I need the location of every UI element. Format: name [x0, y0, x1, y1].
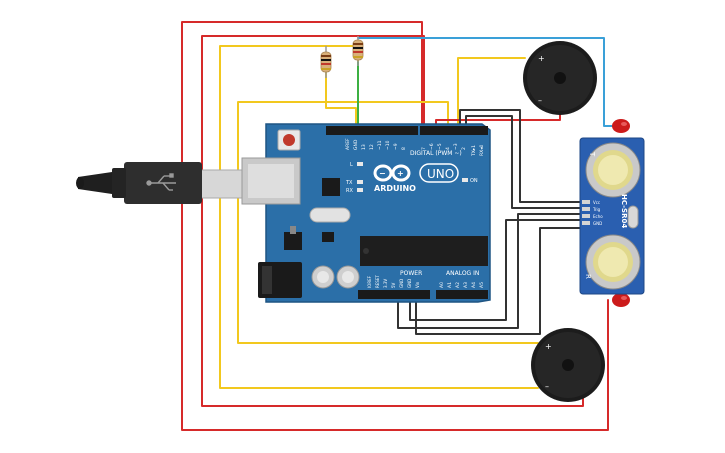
buzzer-bottom-minus: – [545, 382, 549, 391]
regulator-chip [284, 232, 302, 250]
sensor-t-mark: T [588, 151, 596, 157]
arduino-logo-icon: − + [373, 164, 411, 182]
wire-red-inner [201, 35, 584, 407]
svg-text:5V: 5V [391, 282, 396, 288]
svg-text:Vin: Vin [415, 281, 420, 288]
led-top[interactable] [612, 119, 630, 133]
sensor-r-mark: R [584, 274, 592, 279]
sensor-crystal [627, 205, 639, 229]
wire-yellow-resistor [325, 71, 357, 131]
usb-cable[interactable] [76, 162, 245, 204]
svg-text:Echo: Echo [593, 214, 603, 219]
led-rx-label: RX [346, 188, 353, 194]
power-header[interactable] [358, 290, 430, 299]
svg-text:A3: A3 [463, 282, 469, 288]
ultrasonic-sensor[interactable]: T R HC-SR04 Vcc Trig Echo GND [579, 137, 645, 295]
piezo-buzzer-bottom[interactable]: + – [531, 328, 605, 402]
svg-text:A5: A5 [479, 282, 485, 288]
wire-black-3 [397, 213, 583, 329]
svg-text:~3: ~3 [453, 143, 459, 150]
digital-pin-labels: AREF GND 13 12 ~11 ~10 ~9 8 7 ~6 ~5 4 ~3… [345, 138, 485, 157]
svg-text:+: + [397, 169, 404, 178]
svg-text:Trig: Trig [592, 207, 601, 212]
status-leds [357, 162, 468, 192]
analog-pin-labels: A0 A1 A2 A3 A4 A5 [439, 282, 485, 288]
led-on-label: ON [470, 178, 478, 184]
capacitors [311, 265, 360, 289]
svg-text:A4: A4 [471, 282, 477, 288]
usb-symbol-icon [146, 173, 176, 191]
wire-yellow-buzzer-top [457, 57, 526, 131]
svg-text:~6: ~6 [429, 143, 435, 150]
buzzer-top-minus: – [538, 96, 542, 105]
svg-text:12: 12 [369, 144, 375, 150]
crystal-oscillator [309, 207, 351, 223]
analog-label: ANALOG IN [446, 270, 479, 277]
svg-text:13: 13 [361, 144, 367, 150]
svg-text:GND: GND [407, 279, 412, 288]
digital-header[interactable] [326, 126, 488, 135]
arduino-uno-board[interactable]: − + ARDUINO UNO L TX RX ON AREF GND 13 1… [241, 123, 491, 303]
wire-yellow-inner [237, 101, 539, 344]
power-pin-labels: IOREF RESET 3.3V 5V GND GND Vin [367, 275, 420, 288]
resistor-right[interactable] [352, 36, 364, 66]
digital-label: DIGITAL (PWM ~) [410, 150, 462, 157]
svg-text:2: 2 [461, 147, 467, 150]
svg-text:−: − [379, 169, 386, 178]
wire-blue [357, 37, 615, 127]
svg-text:IOREF: IOREF [367, 275, 372, 288]
svg-text:~9: ~9 [393, 143, 399, 150]
svg-text:8: 8 [401, 147, 407, 150]
buzzer-top-plus: + [538, 54, 545, 63]
transducer-trigger [585, 142, 641, 198]
brand-label: ARDUINO [374, 184, 416, 193]
svg-text:GND: GND [593, 221, 602, 226]
wire-red-outer [181, 21, 609, 431]
piezo-buzzer-top[interactable]: + – [523, 41, 597, 115]
svg-text:7: 7 [421, 147, 427, 150]
svg-text:TX▸1: TX▸1 [471, 145, 477, 157]
wire-black-1 [459, 109, 583, 203]
svg-text:4: 4 [445, 147, 451, 150]
svg-text:~11: ~11 [377, 140, 383, 150]
wire-black-5 [415, 227, 583, 335]
resistor-left[interactable] [320, 46, 332, 78]
usb-chip [322, 178, 340, 196]
transducer-echo [585, 234, 641, 290]
svg-text:RESET: RESET [375, 275, 380, 288]
analog-header[interactable] [436, 290, 488, 299]
svg-text:AREF: AREF [345, 138, 351, 150]
svg-text:UNO: UNO [427, 167, 454, 181]
model-badge: UNO [419, 163, 459, 183]
svg-text:~10: ~10 [385, 140, 391, 150]
wire-black-4 [409, 219, 583, 321]
reset-button[interactable] [277, 129, 301, 151]
svg-text:GND: GND [353, 139, 359, 150]
svg-text:RX◂0: RX◂0 [479, 145, 485, 156]
svg-text:3.3V: 3.3V [383, 279, 388, 288]
wires [181, 21, 615, 431]
svg-text:Vcc: Vcc [593, 200, 600, 205]
svg-text:A2: A2 [455, 282, 461, 288]
led-tx-label: TX [345, 180, 353, 186]
led-bottom[interactable] [612, 293, 630, 307]
svg-text:A0: A0 [439, 282, 445, 288]
wire-black-2 [465, 115, 583, 209]
svg-text:A1: A1 [447, 282, 453, 288]
power-label: POWER [400, 270, 422, 277]
svg-text:~5: ~5 [437, 143, 443, 150]
svg-text:GND: GND [399, 279, 404, 288]
atmega-chip [360, 236, 488, 266]
sensor-pin-labels: Vcc Trig Echo GND [592, 200, 603, 226]
buzzer-bottom-plus: + [545, 342, 552, 351]
sensor-model-label: HC-SR04 [620, 194, 628, 228]
sensor-pins[interactable] [582, 200, 590, 225]
led-l-label: L [350, 162, 353, 168]
